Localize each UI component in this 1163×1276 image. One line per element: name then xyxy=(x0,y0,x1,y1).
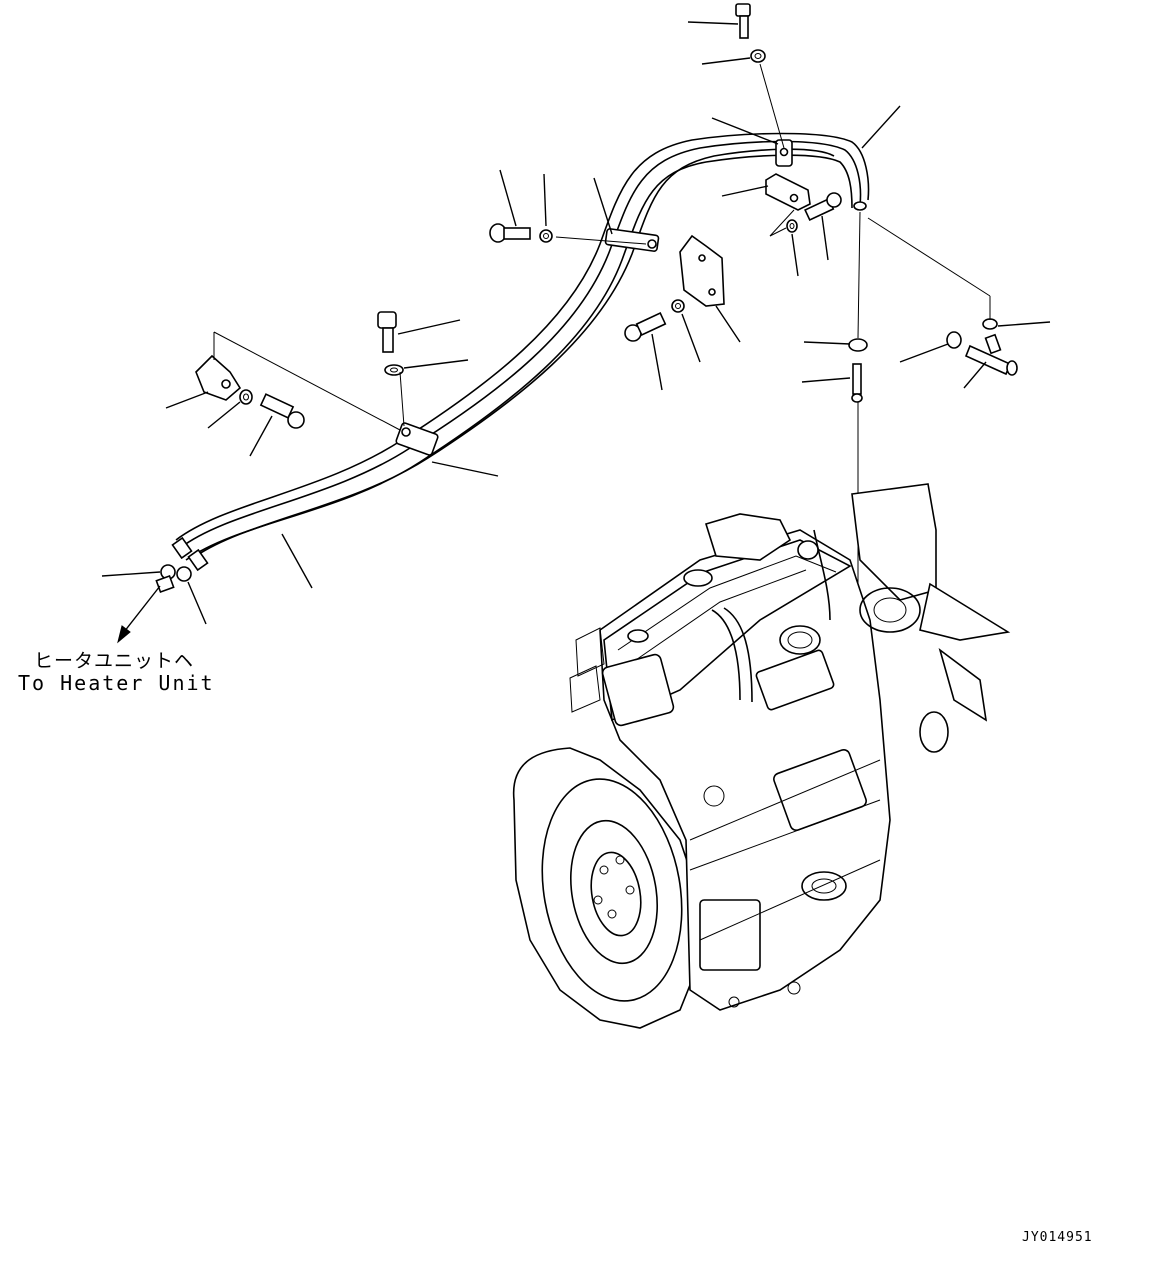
hose-clamps-end xyxy=(155,564,192,594)
bracket-left xyxy=(195,354,242,401)
hose-clamp-1 xyxy=(395,422,439,456)
fitting-nipple xyxy=(848,338,868,403)
heater-hose-pair xyxy=(171,132,870,572)
heater-unit-label-jp: ヒータユニットヘ xyxy=(34,650,195,672)
bracket-top-right xyxy=(765,173,811,211)
leader-lines xyxy=(101,21,1051,625)
bolt-left-bracket xyxy=(239,389,305,429)
arrow-leader-icon xyxy=(117,585,161,644)
bolt-upper-right xyxy=(786,192,842,233)
engine-assembly-icon xyxy=(512,483,1011,1029)
bracket-center xyxy=(679,234,725,307)
hose-clamp-2 xyxy=(604,228,660,252)
bolt-bracket-right xyxy=(624,299,685,342)
fitting-tee xyxy=(946,318,1018,376)
bolt-left-clamp xyxy=(489,223,553,243)
bolt-top xyxy=(735,3,766,63)
bolt-mid xyxy=(377,311,404,376)
drawing-code: JY014951 xyxy=(1022,1230,1093,1245)
hose-clamp-3 xyxy=(775,139,793,167)
heater-unit-label-en: To Heater Unit xyxy=(18,671,215,695)
